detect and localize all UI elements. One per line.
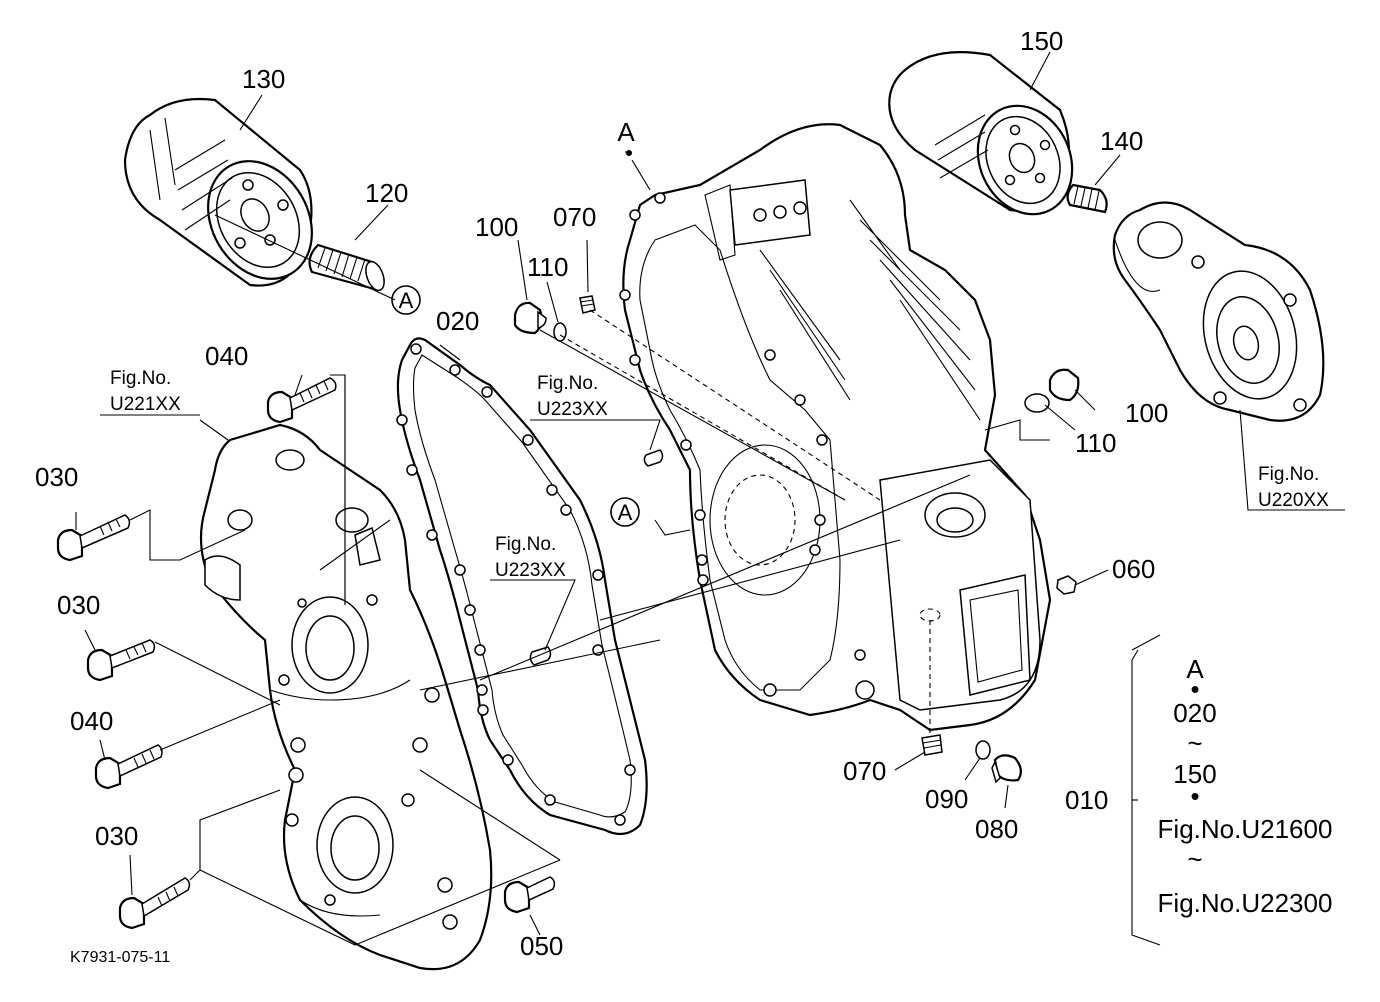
callout-040-lower: 040 — [70, 706, 113, 736]
callout-120: 120 — [365, 178, 408, 208]
callout-070-upper: 070 — [553, 202, 596, 232]
callout-100-right: 100 — [1125, 398, 1168, 428]
callout-060: 060 — [1112, 554, 1155, 584]
bolt-040-upper — [266, 377, 337, 424]
o-ring-090 — [975, 740, 991, 760]
plug-080 — [991, 754, 1022, 784]
callout-030-upper: 030 — [35, 462, 78, 492]
callout-080: 080 — [975, 814, 1018, 844]
ref-a-circle-2: A — [610, 497, 640, 527]
callout-140: 140 — [1100, 126, 1143, 156]
note-line-2: • — [1190, 674, 1199, 704]
ref-a-2-label: A — [618, 500, 633, 525]
oil-filter-130 — [123, 97, 313, 287]
note-line-5: 150 — [1173, 759, 1216, 789]
bolt-040-lower — [94, 744, 163, 790]
fig-u223b-line1: Fig.No. — [495, 534, 556, 555]
callout-050: 050 — [520, 931, 563, 961]
note-line-1: A — [1186, 654, 1204, 684]
callout-110-upper: 110 — [527, 252, 568, 282]
fig-u223a-line1: Fig.No. — [537, 373, 598, 394]
note-line-3: 020 — [1173, 698, 1216, 728]
note-line-4: ~ — [1187, 728, 1202, 758]
fig-u220-line1: Fig.No. — [1258, 464, 1319, 485]
fig-ref-u223b: Fig.No. U223XX — [495, 534, 566, 581]
callout-100-upper: 100 — [475, 212, 518, 242]
ref-a-top: A — [617, 117, 635, 156]
fig-u220-line2: U220XX — [1258, 490, 1329, 511]
fig-u221-line1: Fig.No. — [110, 368, 171, 389]
transmission-case — [619, 123, 1052, 740]
note-line-6: • — [1190, 781, 1199, 811]
nipple-140 — [1066, 183, 1108, 214]
callout-040-upper: 040 — [205, 341, 248, 371]
callout-090: 090 — [925, 784, 968, 814]
drawing-code: K7931-075-11 — [70, 949, 170, 966]
assembly-note: A • 020 ~ 150 • Fig.No.U21600 ~ Fig.No.U… — [1158, 654, 1333, 918]
oil-filter-150 — [888, 51, 1074, 216]
bolt-050 — [503, 876, 556, 914]
plug-070-lower — [921, 734, 943, 756]
dowel-pin-lower — [529, 646, 552, 666]
fig-u223a-line2: U223XX — [537, 399, 608, 420]
plug-060 — [1056, 575, 1077, 595]
fig-u221-line2: U221XX — [110, 394, 181, 415]
ref-a-circle-1: A — [391, 285, 421, 315]
ref-a-1-label: A — [399, 288, 414, 313]
fig-ref-u221: Fig.No. U221XX — [110, 368, 181, 415]
note-line-8: ~ — [1187, 844, 1202, 874]
fig-ref-u223a: Fig.No. U223XX — [537, 373, 608, 420]
bolt-030-lower — [118, 877, 191, 930]
o-ring-110-right — [1024, 393, 1050, 413]
note-line-7: Fig.No.U21600 — [1158, 814, 1333, 844]
callout-030-lower: 030 — [95, 821, 138, 851]
plug-100-upper — [513, 301, 547, 335]
bolt-030-upper — [56, 514, 131, 562]
plug-100-right — [1048, 368, 1080, 402]
dowel-pin-upper — [643, 449, 664, 467]
filter-head-u220 — [1112, 201, 1325, 422]
front-cover — [199, 423, 493, 971]
callout-020: 020 — [436, 306, 479, 336]
callout-110-right: 110 — [1075, 428, 1116, 458]
bolt-030-middle — [86, 639, 156, 682]
leader-lines — [75, 51, 1345, 946]
gasket-bolt-holes — [396, 343, 636, 826]
fig-ref-u220: Fig.No. U220XX — [1258, 464, 1329, 511]
ref-a-top-label: A — [617, 117, 635, 147]
callout-010: 010 — [1065, 785, 1108, 815]
callout-070-lower: 070 — [843, 756, 886, 786]
nipple-120 — [308, 243, 385, 292]
callout-030-middle: 030 — [57, 590, 100, 620]
note-line-9: Fig.No.U22300 — [1158, 888, 1333, 918]
case-bolt-holes — [619, 192, 866, 661]
callout-130: 130 — [242, 64, 285, 94]
gasket-020 — [396, 337, 648, 836]
callout-150: 150 — [1020, 26, 1063, 56]
plug-070-upper — [579, 295, 596, 314]
fig-u223b-line2: U223XX — [495, 560, 566, 581]
